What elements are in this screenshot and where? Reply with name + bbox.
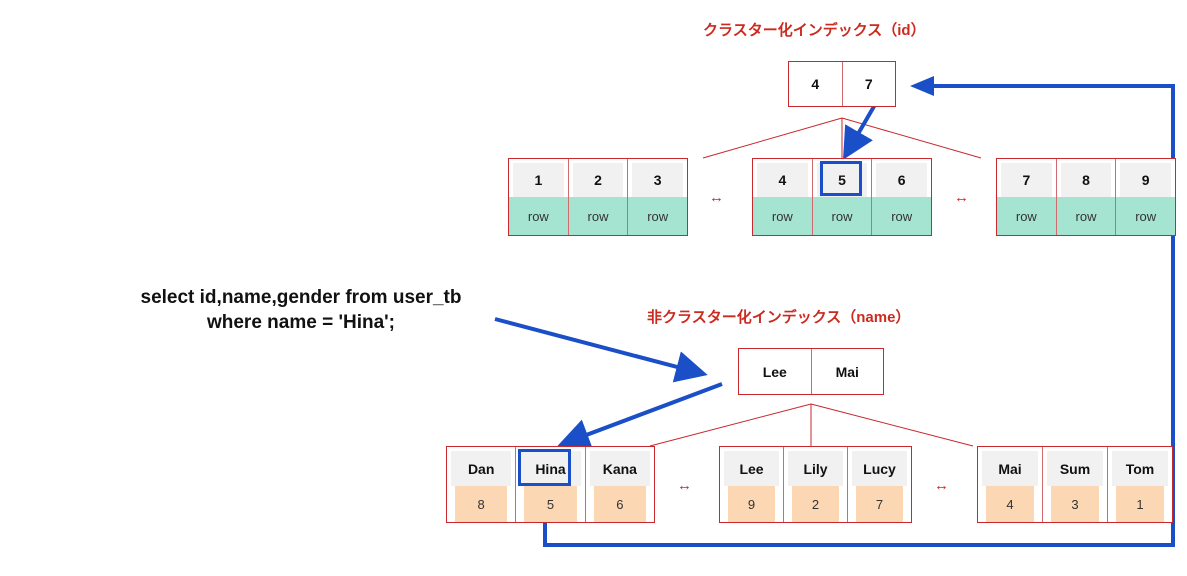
- id-pointer-cell: 4: [986, 486, 1034, 522]
- sql-query: select id,name,gender from user_tb where…: [96, 285, 506, 335]
- leaf-key: Sum: [1047, 451, 1103, 486]
- id-pointer-cell: 2: [792, 486, 839, 522]
- id-pointer-cell: 6: [593, 486, 646, 522]
- clustered-root-node: 4 7: [788, 61, 896, 107]
- leaf-key: 7: [1001, 163, 1052, 197]
- row-cell: row: [812, 197, 872, 235]
- sibling-link-icon: ↔: [677, 477, 692, 494]
- nonclustered-root-key: Mai: [835, 363, 859, 380]
- id-pointer-cell: 8: [455, 486, 508, 522]
- leaf-key: Mai: [982, 451, 1038, 486]
- sibling-link-icon: ↔: [954, 189, 969, 206]
- id-pointer-cell: 1: [1116, 486, 1164, 522]
- leaf-key: Tom: [1112, 451, 1168, 486]
- row-cell: row: [628, 197, 688, 235]
- id-pointer-cell: 9: [728, 486, 775, 522]
- row-cell: row: [1056, 197, 1116, 235]
- sql-line-1: select id,name,gender from user_tb: [140, 287, 462, 308]
- leaf-key: 9: [1120, 163, 1172, 197]
- leaf-key: Lily: [788, 451, 843, 486]
- leaf-key: Dan: [451, 451, 512, 486]
- leaf-key: 1: [513, 163, 564, 197]
- leaf-key: 8: [1060, 163, 1112, 197]
- leaf-key: 3: [632, 163, 684, 197]
- leaf-key: 5: [816, 163, 868, 197]
- clustered-root-key: 4: [811, 76, 820, 92]
- row-cell: row: [1116, 197, 1176, 235]
- nonclustered-index-title: 非クラスター化インデックス（name）: [647, 309, 911, 326]
- sibling-link-icon: ↔: [934, 477, 949, 494]
- leaf-key: 4: [757, 163, 808, 197]
- lookup-path-arrow: [543, 84, 1175, 547]
- hina-highlight: [518, 449, 571, 486]
- row-cell: row: [568, 197, 628, 235]
- key-5-highlight: [820, 161, 862, 196]
- leaf-key: 6: [876, 163, 928, 197]
- sql-line-2: where name = 'Hina';: [206, 312, 395, 333]
- leaf-key: 2: [572, 163, 624, 197]
- leaf-key: Lee: [724, 451, 779, 486]
- sibling-link-icon: ↔: [709, 189, 724, 206]
- row-cell: row: [872, 197, 932, 235]
- row-cell: row: [509, 197, 568, 235]
- leaf-key: Lucy: [852, 451, 907, 486]
- clustered-tree-lines: [702, 117, 982, 159]
- clustered-root-key: 7: [864, 76, 873, 92]
- row-cell: row: [753, 197, 812, 235]
- row-cell: row: [997, 197, 1056, 235]
- leaf-key: Kana: [589, 451, 650, 486]
- nonclustered-tree-lines: [649, 403, 974, 447]
- lookup-arrowhead: [910, 76, 934, 96]
- root-to-hina-arrow: [557, 382, 723, 450]
- nonclustered-root-node: Lee Mai: [738, 348, 884, 395]
- id-pointer-cell: 5: [524, 486, 577, 522]
- nonclustered-root-key: Lee: [762, 363, 787, 380]
- id-pointer-cell: 3: [1051, 486, 1099, 522]
- id-pointer-cell: 7: [856, 486, 903, 522]
- query-arrow: [494, 317, 708, 383]
- clustered-index-title: クラスター化インデックス（id）: [703, 22, 926, 39]
